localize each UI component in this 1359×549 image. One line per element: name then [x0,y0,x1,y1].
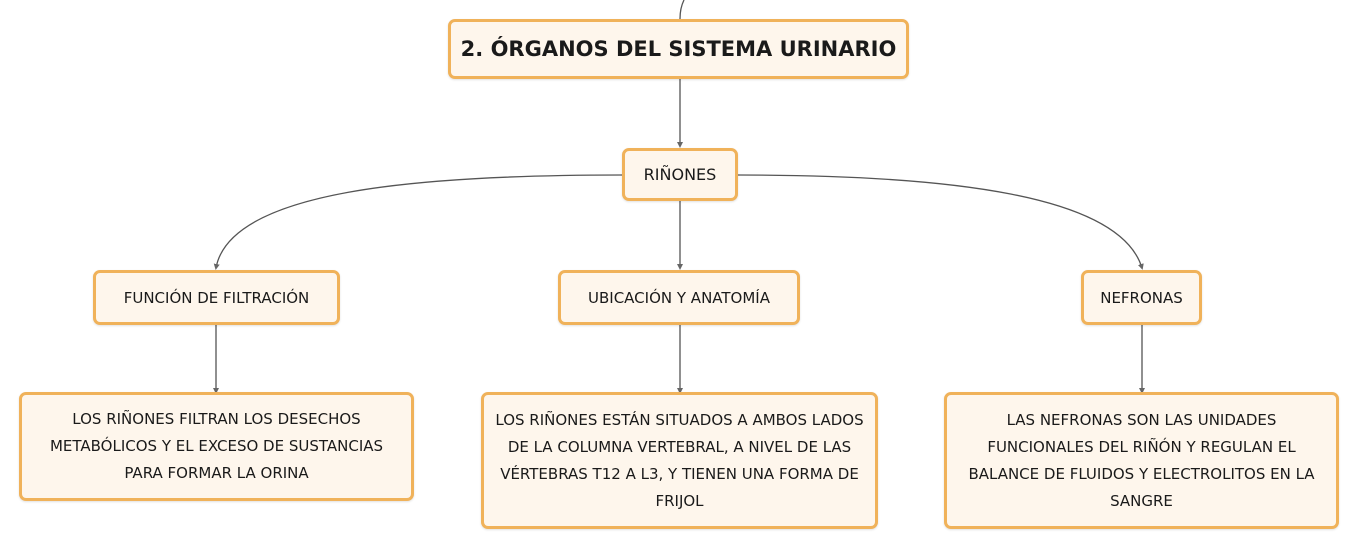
branch-node-funcion-de-filtracion[interactable]: FUNCIÓN DE FILTRACIÓN [93,270,340,325]
root-node-rinones[interactable]: RIÑONES [622,148,738,201]
detail-node-text: LAS NEFRONAS SON LAS UNIDADES FUNCIONALE… [968,410,1315,510]
root-node-label: RIÑONES [643,165,717,184]
branch-node-label: FUNCIÓN DE FILTRACIÓN [123,288,310,307]
branch-node-ubicacion-y-anatomia[interactable]: UBICACIÓN Y ANATOMÍA [558,270,800,325]
connector-root-to-branch-3 [737,174,1144,270]
branch-node-label: UBICACIÓN Y ANATOMÍA [588,288,770,307]
connector-root-to-branch-1 [213,174,623,270]
detail-node-text: LOS RIÑONES ESTÁN SITUADOS A AMBOS LADOS… [495,410,864,510]
detail-node-text: LOS RIÑONES FILTRAN LOS DESECHOS METABÓL… [49,410,384,482]
diagram-title: 2. ÓRGANOS DEL SISTEMA URINARIO [460,37,897,61]
diagram-title-node[interactable]: 2. ÓRGANOS DEL SISTEMA URINARIO [448,19,909,79]
branch-node-nefronas[interactable]: NEFRONAS [1081,270,1202,325]
incoming-connector [679,0,685,20]
detail-node-funcion-de-filtracion[interactable]: LOS RIÑONES FILTRAN LOS DESECHOS METABÓL… [19,392,414,501]
branch-node-label: NEFRONAS [1100,288,1183,307]
detail-node-ubicacion-y-anatomia[interactable]: LOS RIÑONES ESTÁN SITUADOS A AMBOS LADOS… [481,392,878,529]
detail-node-nefronas[interactable]: LAS NEFRONAS SON LAS UNIDADES FUNCIONALE… [944,392,1339,529]
